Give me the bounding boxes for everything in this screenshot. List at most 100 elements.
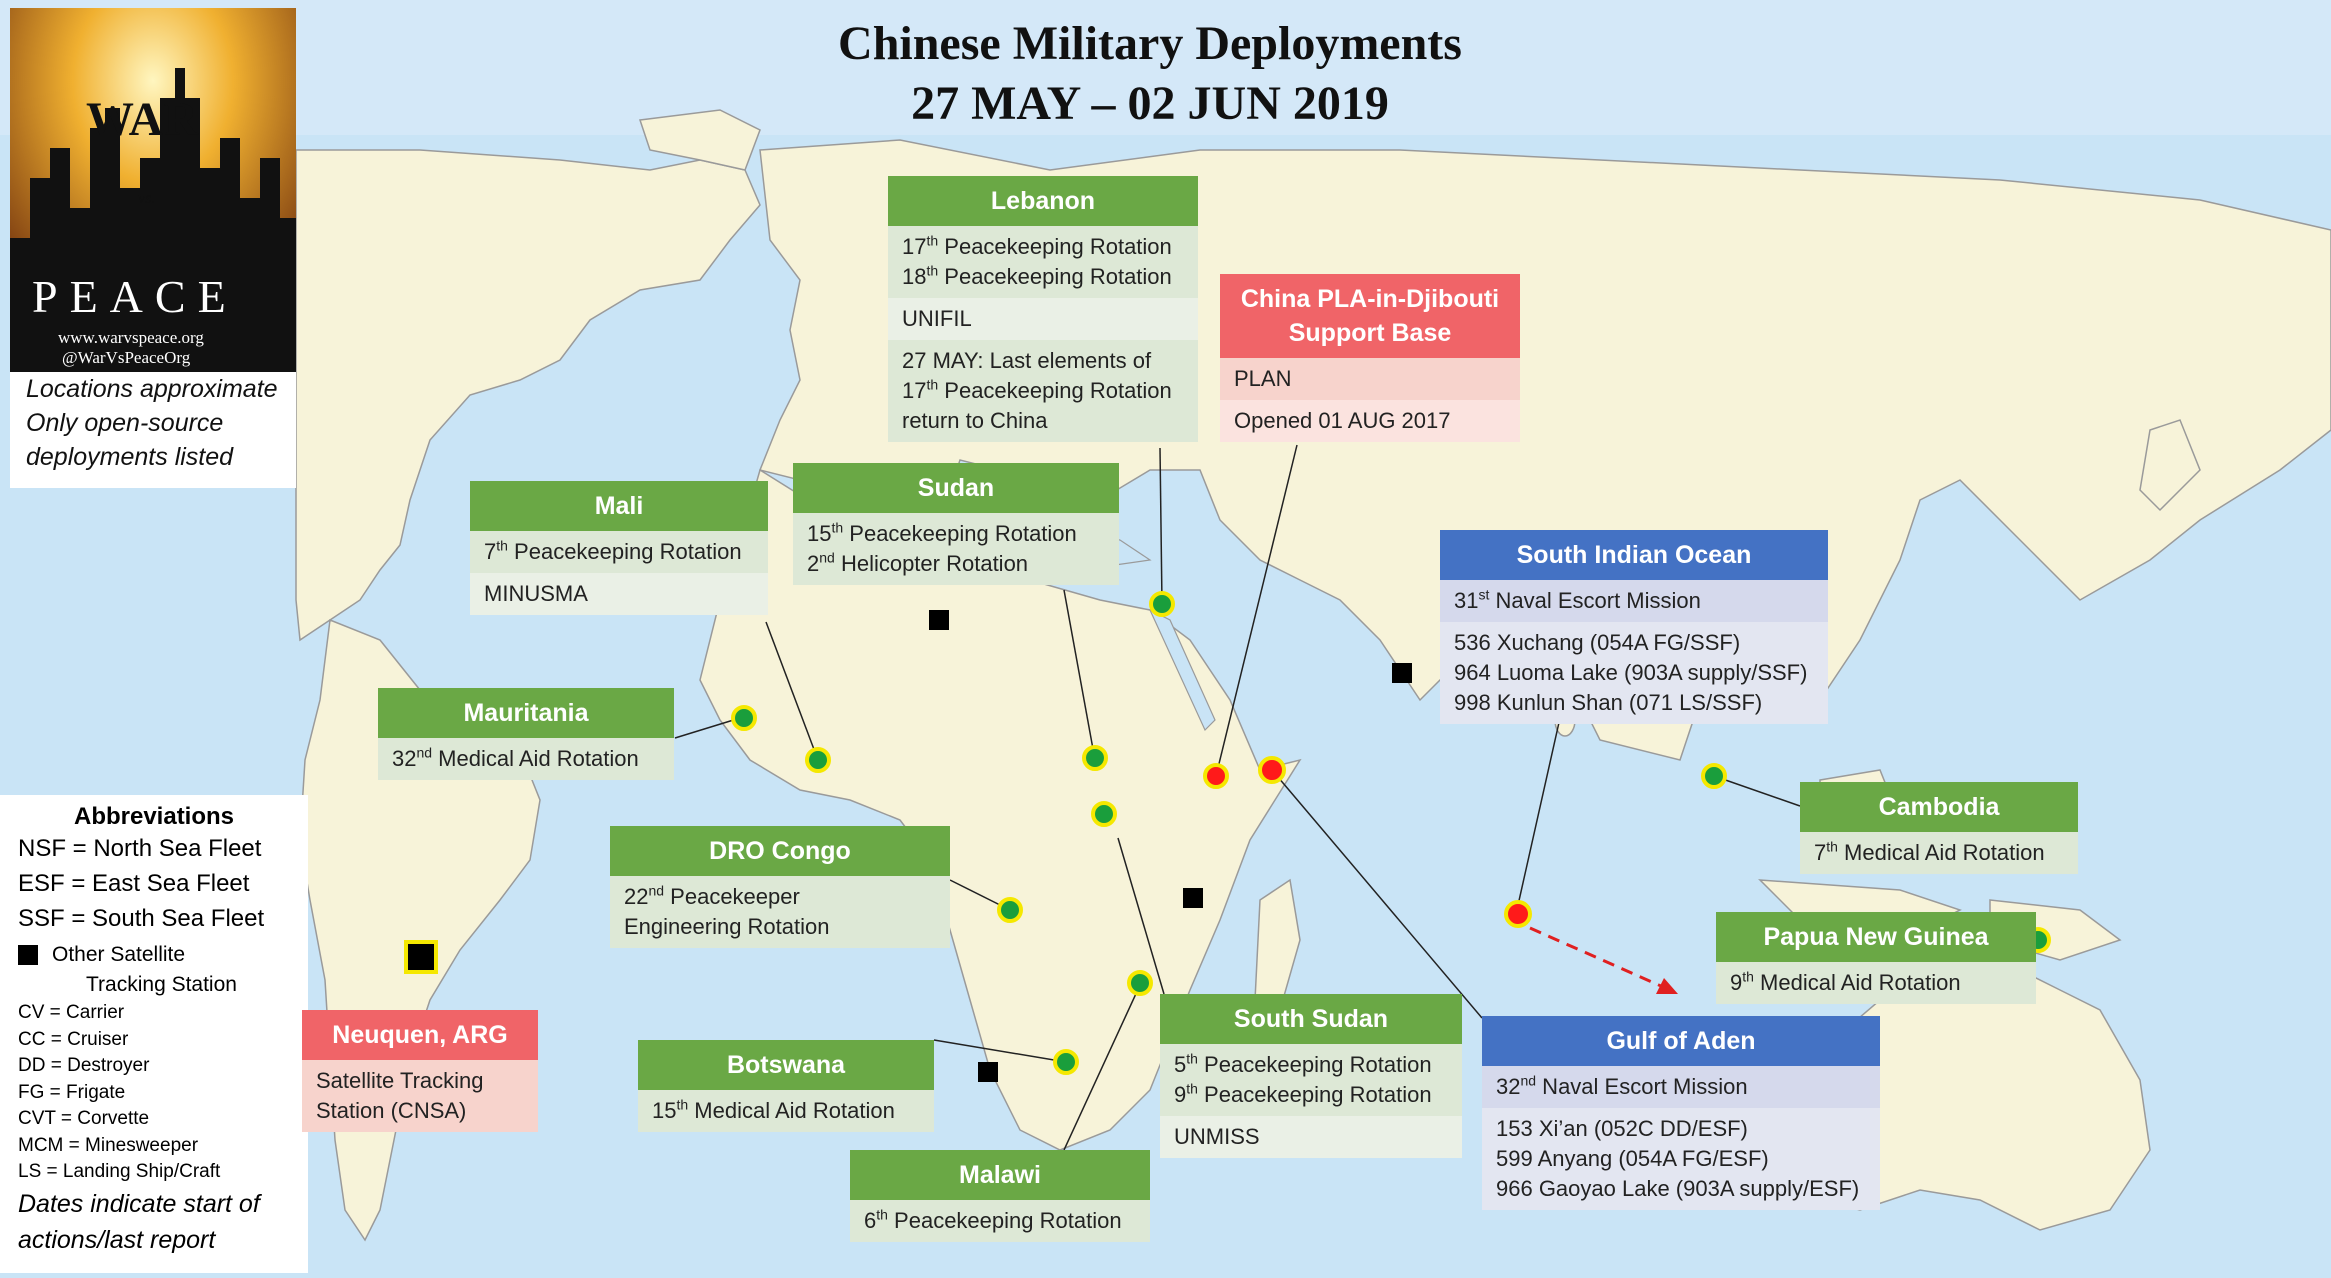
row-text: Helicopter Rotation bbox=[834, 551, 1029, 576]
marker-cambodia bbox=[1701, 763, 1727, 789]
ordinal-suffix: th bbox=[876, 1206, 888, 1223]
abbreviations-legend: Abbreviations NSF = North Sea Fleet ESF … bbox=[0, 795, 308, 1273]
ordinal-number: 22 bbox=[624, 884, 649, 909]
ordinal-suffix: th bbox=[831, 519, 844, 536]
callout-row: Satellite Tracking Station (CNSA) bbox=[302, 1060, 538, 1132]
callout-row: 32nd Naval Escort Mission bbox=[1482, 1066, 1880, 1108]
title-line-2: 27 MAY – 02 JUN 2019 bbox=[911, 77, 1389, 130]
callout-row: 15th Peacekeeping Rotation 2nd Helicopte… bbox=[793, 513, 1119, 585]
leader-line-sudan bbox=[1063, 589, 1096, 761]
note-line: deployments listed bbox=[26, 443, 234, 471]
leader-line-cambodia bbox=[1713, 775, 1801, 807]
logo-peace-text: PEACE bbox=[32, 271, 238, 322]
callout-row: 6th Peacekeeping Rotation bbox=[850, 1200, 1150, 1242]
row-text: Peacekeeping Rotation bbox=[887, 1208, 1122, 1233]
leader-line-south-sudan bbox=[1117, 837, 1165, 995]
movement-arrow bbox=[1529, 926, 1671, 992]
callout-botswana: Botswana 15th Medical Aid Rotation bbox=[638, 1040, 934, 1132]
ordinal-suffix: th bbox=[1186, 1050, 1198, 1067]
title-bar bbox=[0, 0, 2331, 135]
callout-row: 536 Xuchang (054A FG/SSF) 964 Luoma Lake… bbox=[1440, 622, 1828, 724]
row-text: Medical Aid Rotation bbox=[688, 1098, 895, 1123]
callout-mauritania: Mauritania 32nd Medical Aid Rotation bbox=[378, 688, 674, 780]
ordinal-suffix: th bbox=[926, 376, 939, 393]
ordinal-suffix: th bbox=[1186, 1080, 1198, 1097]
leader-line-botswana bbox=[933, 1039, 1067, 1063]
leader-line-djibouti bbox=[1215, 444, 1298, 777]
logo-website: www.warvspeace.org bbox=[58, 328, 204, 347]
callout-title: Malawi bbox=[850, 1150, 1150, 1200]
row-text: Medical Aid Rotation bbox=[1837, 840, 2045, 865]
callout-row: 7th Peacekeeping Rotation bbox=[470, 531, 768, 573]
ship-entry: 536 Xuchang (054A FG/SSF) bbox=[1454, 630, 1741, 655]
marker-south-sudan bbox=[1127, 970, 1153, 996]
row-text: Engineering Rotation bbox=[624, 914, 830, 939]
ordinal-suffix: st bbox=[1478, 586, 1490, 603]
callout-papua-new-guinea: Papua New Guinea 9th Medical Aid Rotatio… bbox=[1716, 912, 2036, 1004]
ordinal-number: 2 bbox=[807, 551, 820, 576]
callout-title: Botswana bbox=[638, 1040, 934, 1090]
ordinal-number: 5 bbox=[1174, 1052, 1187, 1077]
ordinal-suffix: th bbox=[496, 537, 508, 554]
callout-row: 153 Xi’an (052C DD/ESF) 599 Anyang (054A… bbox=[1482, 1108, 1880, 1210]
logo-vs-text: vs. bbox=[138, 190, 156, 207]
callout-title: South Sudan bbox=[1160, 994, 1462, 1044]
legend-ship: MCM = Minesweeper bbox=[18, 1134, 199, 1156]
callout-row: UNIFIL bbox=[888, 298, 1198, 340]
logo-graphic bbox=[10, 8, 296, 372]
ship-entry: 599 Anyang (054A FG/ESF) bbox=[1496, 1146, 1769, 1171]
callout-title: Lebanon bbox=[888, 176, 1198, 226]
disclaimer-note: Locations approximate Only open-source d… bbox=[10, 372, 296, 488]
callout-title: Mauritania bbox=[378, 688, 674, 738]
ordinal-number: 7 bbox=[484, 539, 497, 564]
row-text: Station (CNSA) bbox=[316, 1098, 467, 1123]
marker-lebanon bbox=[1149, 591, 1175, 617]
row-text: Peacekeeping Rotation bbox=[507, 539, 742, 564]
legend-fleet: SSF = South Sea Fleet bbox=[18, 905, 265, 932]
callout-title: Sudan bbox=[793, 463, 1119, 513]
row-text: Naval Escort Mission bbox=[1536, 1074, 1748, 1099]
legend-footer: actions/last report bbox=[18, 1225, 216, 1254]
ordinal-suffix: th bbox=[676, 1096, 689, 1113]
callout-cambodia: Cambodia 7th Medical Aid Rotation bbox=[1800, 782, 2078, 874]
legend-fleet: ESF = East Sea Fleet bbox=[18, 870, 250, 897]
callout-title: Papua New Guinea bbox=[1716, 912, 2036, 962]
callout-malawi: Malawi 6th Peacekeeping Rotation bbox=[850, 1150, 1150, 1242]
callout-row: 32nd Medical Aid Rotation bbox=[378, 738, 674, 780]
marker-mauritania bbox=[731, 705, 757, 731]
ordinal-number: 17 bbox=[902, 234, 927, 259]
ordinal-number: 18 bbox=[902, 264, 927, 289]
war-vs-peace-logo: WAR vs. PEACE www.warvspeace.org @WarVsP… bbox=[10, 8, 296, 372]
row-text: Peacekeeping Rotation bbox=[938, 234, 1172, 259]
note-line: Locations approximate bbox=[26, 375, 278, 403]
row-text: Medical Aid Rotation bbox=[432, 746, 639, 771]
legend-fleet: NSF = North Sea Fleet bbox=[18, 835, 262, 862]
callout-title: China PLA-in-Djibouti Support Base bbox=[1220, 274, 1520, 358]
row-text: Peacekeeper bbox=[664, 884, 800, 909]
row-text: 27 MAY: Last elements of bbox=[902, 348, 1152, 373]
ship-entry: 964 Luoma Lake (903A supply/SSF) bbox=[1454, 660, 1808, 685]
note-line: Only open-source bbox=[26, 409, 224, 437]
marker-dro-congo bbox=[997, 897, 1023, 923]
landmass-madagascar bbox=[1254, 878, 1301, 1012]
marker-sudan-2 bbox=[1091, 801, 1117, 827]
ordinal-number: 6 bbox=[864, 1208, 877, 1233]
ordinal-suffix: nd bbox=[648, 882, 665, 899]
satellite-station-marker bbox=[1392, 663, 1412, 683]
page-title: Chinese Military Deployments 27 MAY – 02… bbox=[560, 14, 1740, 134]
row-text: Medical Aid Rotation bbox=[1753, 970, 1961, 995]
callout-lebanon: Lebanon 17th Peacekeeping Rotation 18th … bbox=[888, 176, 1198, 442]
title-line: Support Base bbox=[1288, 319, 1452, 347]
title-line: China PLA-in-Djibouti bbox=[1240, 285, 1500, 313]
leader-line-gulf-aden bbox=[1271, 769, 1483, 1019]
ordinal-number: 31 bbox=[1454, 588, 1479, 613]
callout-row: MINUSMA bbox=[470, 573, 768, 615]
ordinal-suffix: th bbox=[926, 232, 939, 249]
ordinal-number: 32 bbox=[392, 746, 417, 771]
row-text: Peacekeeping Rotation bbox=[1197, 1052, 1432, 1077]
leader-line-mauritania bbox=[674, 717, 741, 739]
marker-djibouti-base bbox=[1203, 763, 1229, 789]
callout-title: Neuquen, ARG bbox=[302, 1010, 538, 1060]
row-text: Peacekeeping Rotation bbox=[938, 264, 1172, 289]
ordinal-number: 9 bbox=[1730, 970, 1743, 995]
